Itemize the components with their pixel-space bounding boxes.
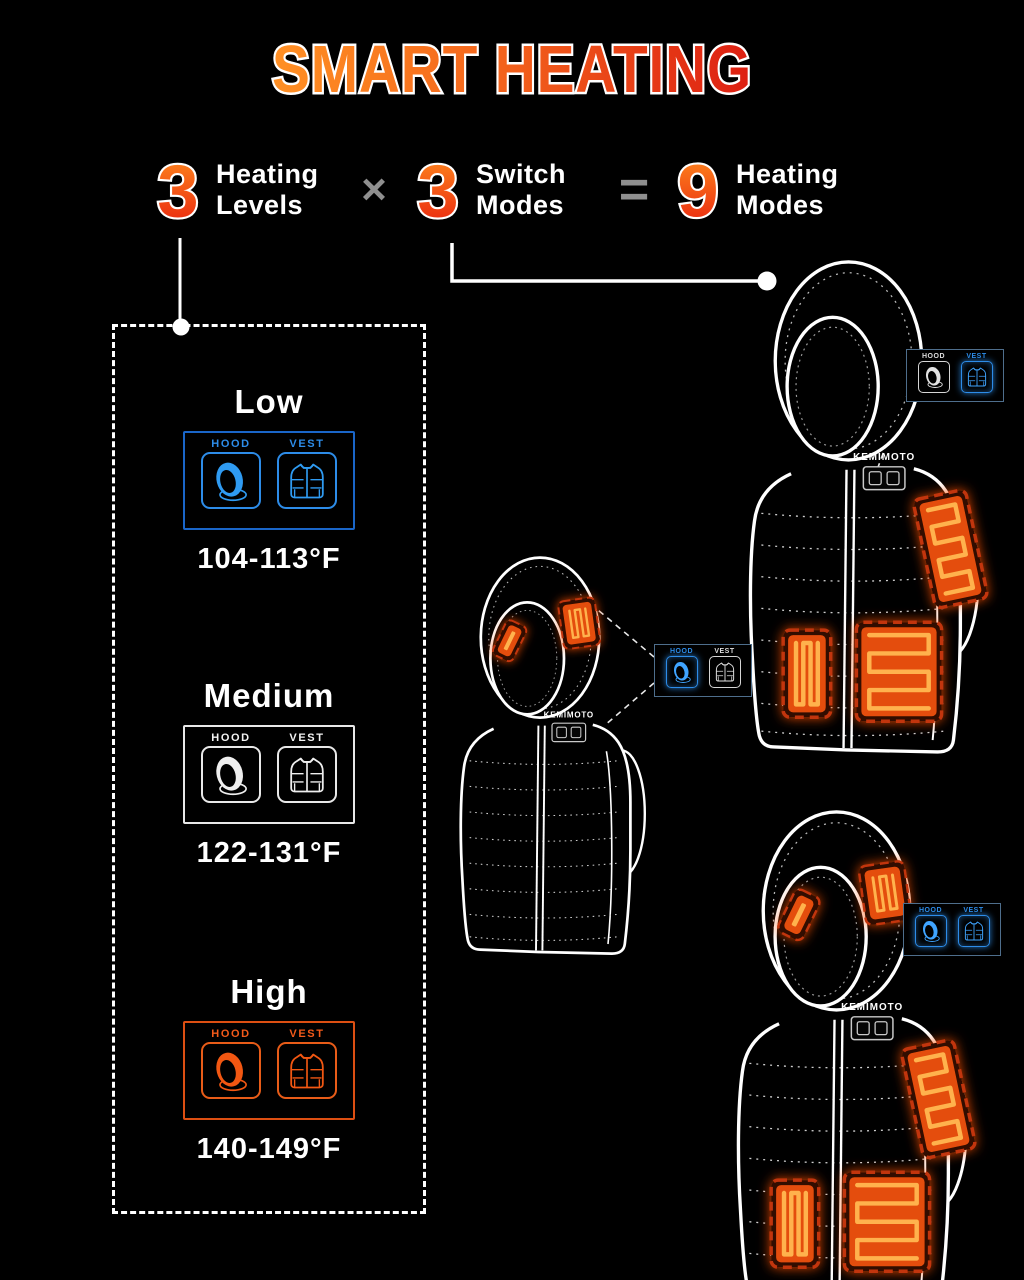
vest-zone-label: VEST — [289, 732, 325, 744]
control-panel-medium: HOOD VEST — [183, 725, 355, 824]
callout-hood-label: HOOD — [919, 907, 942, 914]
header: SMART HEATING — [0, 22, 1024, 114]
formula-row: 3 Heating Levels × 3 Switch Modes = 9 He… — [150, 148, 858, 232]
vest-zone: VEST — [277, 438, 337, 528]
title-graphic: SMART HEATING — [270, 30, 754, 110]
number-graphic: 9 — [675, 148, 721, 232]
callout-vest: VEST — [957, 907, 990, 955]
vest-zone-label: VEST — [289, 438, 325, 450]
vest-icon — [285, 459, 329, 503]
control-panel-low: HOOD VEST — [183, 431, 355, 530]
vest-icon — [713, 660, 737, 684]
temperature-high: 140-149°F — [196, 1133, 342, 1165]
number-graphic: 3 — [415, 148, 461, 232]
level-low: Low HOOD VEST 104-113°F — [115, 383, 423, 576]
svg-text:KEMIMOTO: KEMIMOTO — [841, 1002, 903, 1013]
callout-vest: VEST — [708, 648, 741, 696]
zone-callout-hood-and-vest: HOOD VEST — [903, 903, 1001, 956]
zone-callout-vest-only: HOOD VEST — [906, 349, 1004, 402]
label-line: Modes — [736, 190, 825, 220]
callout-vest-label: VEST — [963, 907, 984, 914]
svg-text:KEMIMOTO: KEMIMOTO — [853, 452, 915, 463]
label-line: Levels — [216, 190, 304, 220]
hood-zone-label: HOOD — [211, 1028, 251, 1040]
hood-zone: HOOD — [201, 1028, 261, 1118]
hood-zone: HOOD — [201, 732, 261, 822]
switch-modes-label: Switch Modes — [476, 159, 566, 221]
callout-hood: HOOD — [917, 353, 950, 401]
vest-zone: VEST — [277, 1028, 337, 1118]
vest-tile — [277, 1042, 337, 1099]
level-name: Low — [234, 383, 304, 420]
callout-hood: HOOD — [914, 907, 947, 955]
vest-zone-label: VEST — [289, 1028, 325, 1040]
hood-icon — [670, 660, 694, 684]
hood-tile — [201, 452, 261, 509]
hood-icon — [209, 1049, 253, 1093]
control-panel-high: HOOD VEST — [183, 1021, 355, 1120]
level-medium: Medium HOOD VEST 122-131°F — [115, 677, 423, 870]
vest-zone: VEST — [277, 732, 337, 822]
connector-lines — [172, 238, 777, 336]
callout-vest-label: VEST — [714, 648, 735, 655]
heating-modes-count: 9 — [677, 150, 718, 232]
heating-levels-count: 3 — [157, 150, 198, 232]
label-line: Heating — [216, 158, 319, 189]
vest-icon — [962, 919, 986, 943]
hood-zone: HOOD — [201, 438, 261, 528]
heating-modes-label: Heating Modes — [736, 159, 839, 221]
zone-callout-hood-only: HOOD VEST — [654, 644, 752, 697]
temperature-low: 104-113°F — [197, 543, 341, 575]
formula-group-heating-modes: 9 Heating Modes — [670, 148, 858, 232]
callout-vest-label: VEST — [966, 353, 987, 360]
main-title: SMART HEATING — [272, 32, 752, 107]
vest-icon — [285, 1049, 329, 1093]
hood-icon — [922, 365, 946, 389]
hood-icon — [209, 753, 253, 797]
hood-zone-label: HOOD — [211, 732, 251, 744]
temperature-medium: 122-131°F — [196, 837, 342, 869]
callout-leader-lines — [597, 361, 907, 1005]
equals-sign: = — [618, 161, 650, 219]
callout-vest: VEST — [960, 353, 993, 401]
label-line: Heating — [736, 158, 839, 189]
label-line: Switch — [476, 158, 567, 189]
heating-levels-label: Heating Levels — [216, 159, 319, 221]
hood-tile — [201, 746, 261, 803]
switch-modes-count: 3 — [417, 150, 458, 232]
callout-hood: HOOD — [665, 648, 698, 696]
hood-icon — [919, 919, 943, 943]
number-graphic: 3 — [155, 148, 201, 232]
svg-text:KEMIMOTO: KEMIMOTO — [544, 711, 594, 720]
callout-hood-label: HOOD — [922, 353, 945, 360]
formula-group-switch-modes: 3 Switch Modes — [410, 148, 598, 232]
level-name: High — [230, 973, 308, 1010]
hood-zone-label: HOOD — [211, 438, 251, 450]
vest-icon — [965, 365, 989, 389]
vest-tile — [277, 746, 337, 803]
heating-levels-panel: Low HOOD VEST 104-113°F Medium — [112, 324, 426, 1214]
label-line: Modes — [476, 190, 565, 220]
level-name: Medium — [203, 677, 335, 714]
callout-hood-label: HOOD — [670, 648, 693, 655]
level-high: High HOOD VEST 140-149°F — [115, 973, 423, 1166]
vest-tile — [277, 452, 337, 509]
vest-icon — [285, 753, 329, 797]
hood-icon — [209, 459, 253, 503]
formula-group-heating-levels: 3 Heating Levels — [150, 148, 338, 232]
hood-tile — [201, 1042, 261, 1099]
multiply-sign: × — [361, 165, 387, 214]
